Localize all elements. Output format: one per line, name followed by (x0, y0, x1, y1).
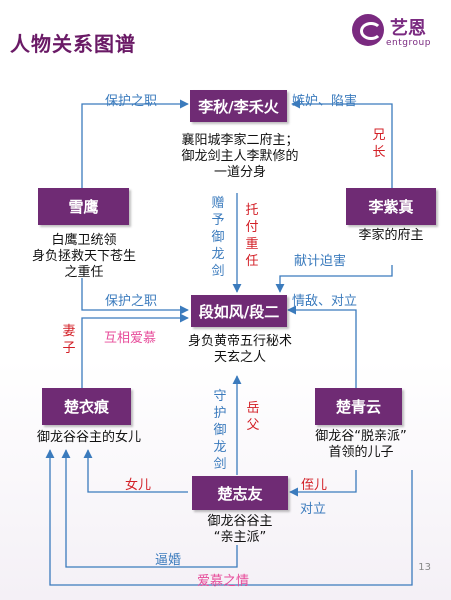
label-chuzhiyou-chuyihen: 女儿 (125, 478, 152, 493)
page-number: 13 (418, 562, 431, 573)
desc-duanrufeng: 身负黄帝五行秘术 天玄之人 (187, 334, 292, 365)
label-xueying-liqiu: 保护之职 (105, 94, 158, 109)
line-chuzhiyou-chuyihen (83, 449, 188, 493)
line-chuqingyun-chuzhiyou (289, 470, 357, 497)
label-chuqingyun-chuyihen: 爱慕之情 (197, 574, 250, 589)
node-chuzhiyou: 楚志友 (192, 476, 288, 510)
desc-liqiu: 襄阳城李家二府主； 御龙剑主人李默修的 一道分身 (181, 133, 299, 180)
label-lizizhen-duan: 献计迫害 (294, 254, 347, 269)
line-chuqingyun-duan (287, 305, 357, 388)
line-chuyihen-duan (81, 313, 189, 388)
line-xueying-liqiu (81, 99, 189, 188)
line-chuqingyun-chuyihen (45, 449, 413, 586)
label-liqiu-duan-blue: 赠予御龙剑 (211, 196, 225, 279)
node-xueying: 雪鹰 (38, 188, 129, 225)
node-liqiu: 李秋/李禾火 (190, 90, 287, 122)
label-chuzhiyou-duan-blue: 守护御龙剑 (213, 389, 227, 472)
line-lizizhen-liqiu (291, 99, 393, 188)
label-lizizhen-liqiu: 嫉妒、陷害 (292, 94, 358, 109)
label-chuyihen-duan-red: 妻子 (62, 324, 76, 356)
desc-chuqingyun: 御龙谷“脱亲派” 首领的儿子 (315, 429, 407, 460)
label-chuqingyun-duan: 情敌、对立 (292, 294, 358, 309)
line-xueying-duan (81, 278, 189, 315)
node-chuqingyun: 楚青云 (315, 388, 402, 425)
node-lizizhen: 李紫真 (346, 188, 436, 225)
node-duanrufeng: 段如风/段二 (191, 295, 287, 327)
desc-chuyihen: 御龙谷谷主的女儿 (36, 430, 141, 445)
logo-cn-text: 艺恩 (390, 18, 426, 39)
page-title: 人物关系图谱 (10, 32, 136, 56)
desc-xueying: 白鹰卫统领 身负拯救天下苍生 之重任 (31, 233, 136, 280)
label-xueying-duan: 保护之职 (105, 294, 158, 309)
label-chuyihen-duan-pink: 互相爱慕 (104, 331, 157, 346)
label-chuzhiyou-duan-red: 岳父 (246, 401, 260, 433)
label-chuzhiyou-chuyihen-force: 逼婚 (155, 553, 182, 568)
logo-en-text: entgroup (386, 38, 431, 48)
entgroup-logo-icon (352, 14, 384, 46)
desc-lizizhen: 李家的府主 (358, 228, 424, 243)
label-chuqingyun-chuzhiyou-blue: 对立 (300, 502, 327, 517)
entgroup-logo: 艺恩 entgroup (352, 14, 436, 56)
label-chuqingyun-chuzhiyou-red: 侄儿 (301, 478, 328, 493)
line-lizizhen-duan (275, 265, 393, 293)
label-liqiu-duan-red: 托付重任 (245, 203, 259, 269)
line-chuzhiyou-chuyihen-force (61, 449, 238, 568)
desc-chuzhiyou: 御龙谷谷主 “亲主派” (207, 514, 273, 545)
label-lizizhen-liqiu-side: 兄长 (372, 128, 386, 160)
node-chuyihen: 楚衣痕 (42, 388, 131, 425)
